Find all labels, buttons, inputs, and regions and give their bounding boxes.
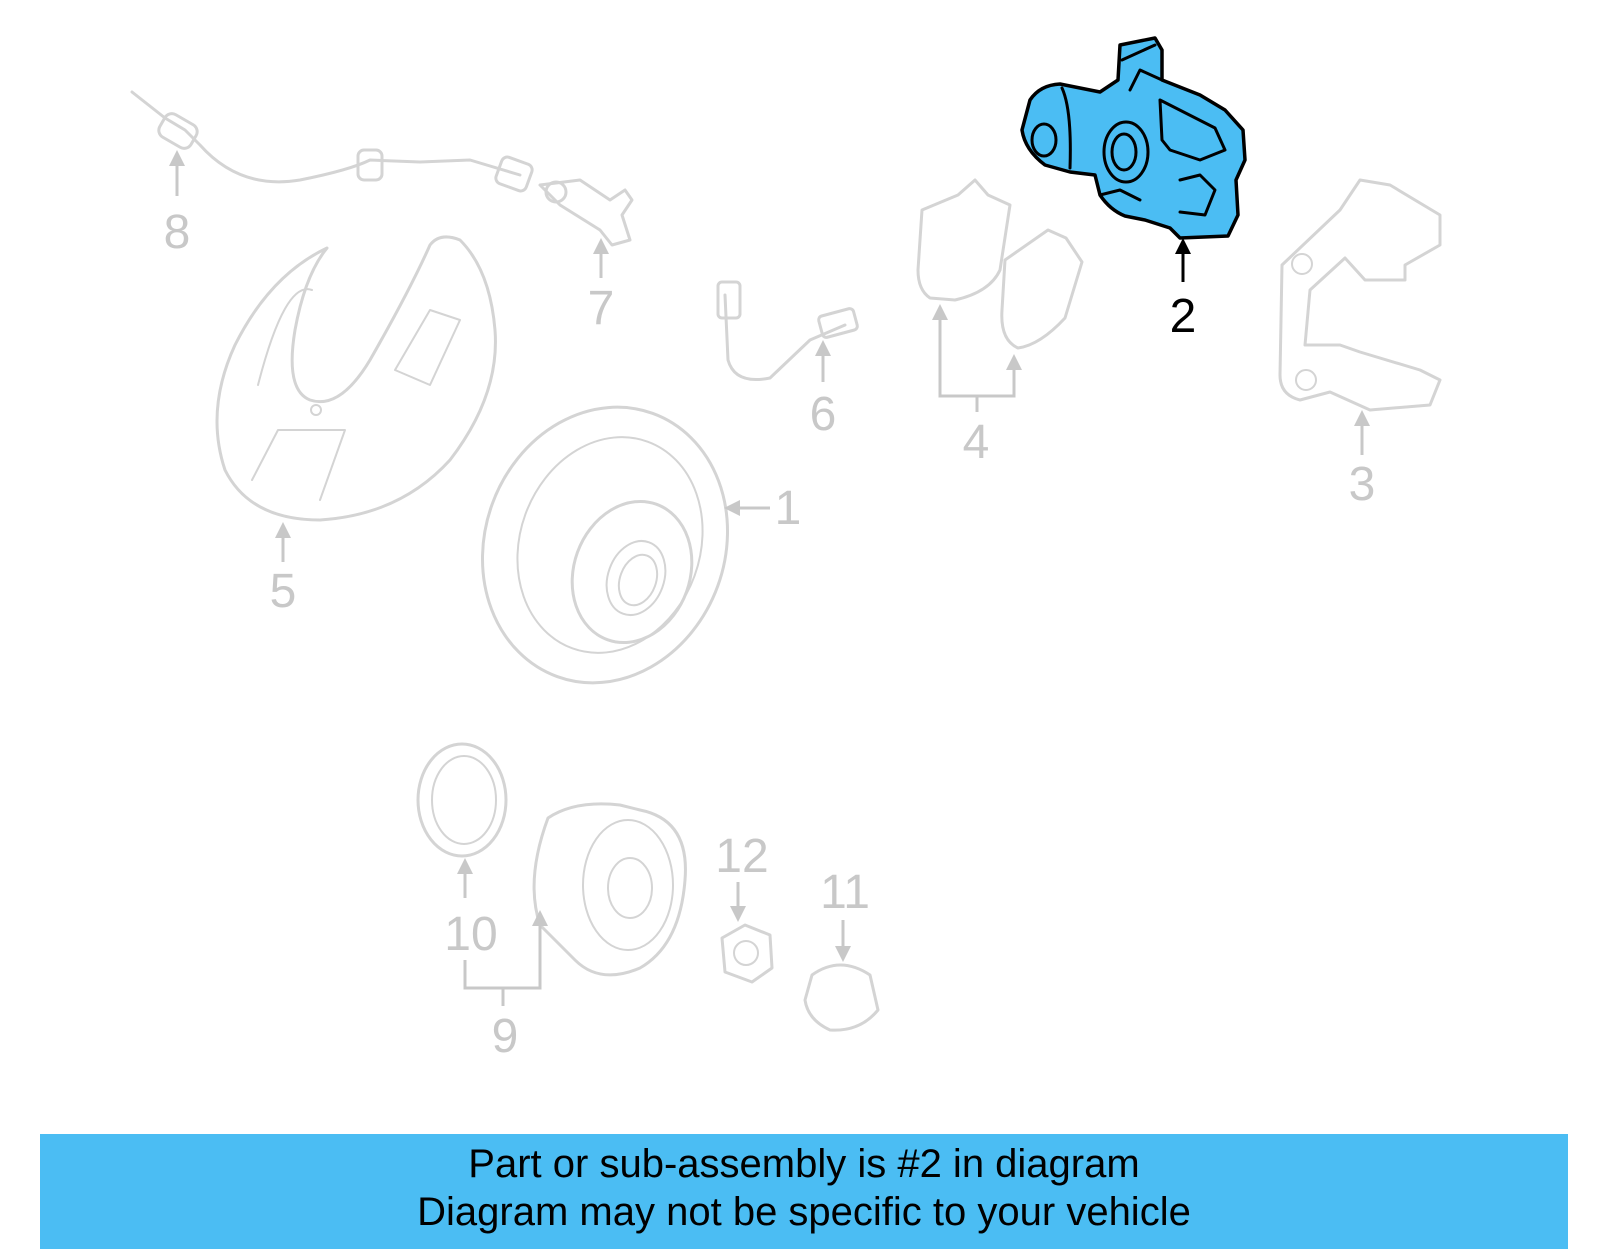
part-8-sensor-wire[interactable] (130, 90, 534, 193)
callout-7: 7 (588, 238, 615, 335)
callout-5-label: 5 (270, 565, 297, 618)
part-5-dust-shield[interactable] (215, 235, 497, 522)
part-10-abs-tone-ring[interactable] (416, 742, 508, 858)
part-3-caliper-bracket[interactable] (1278, 178, 1442, 412)
info-banner: Part or sub-assembly is #2 in diagram Di… (40, 1134, 1568, 1249)
callout-3-label: 3 (1349, 458, 1376, 511)
callout-8: 8 (164, 150, 191, 259)
callout-2-highlight: 2 (1170, 238, 1197, 343)
part-1-brake-rotor[interactable] (444, 372, 765, 717)
callout-6-label: 6 (810, 388, 837, 441)
callout-9: 9 (463, 910, 548, 1063)
part-11-grease-cap[interactable] (803, 963, 880, 1032)
callout-11: 11 (820, 866, 870, 962)
callout-4-label: 4 (963, 416, 990, 469)
callout-2-label: 2 (1170, 290, 1197, 343)
part-6-brake-hose[interactable] (716, 280, 859, 381)
callout-3: 3 (1349, 410, 1376, 511)
part-12-axle-nut[interactable] (720, 923, 774, 984)
exploded-parts-diagram: 1 3 4 5 6 7 8 (130, 36, 1442, 1063)
callout-12: 12 (715, 830, 769, 922)
callout-4: 4 (932, 304, 1022, 469)
banner-line-1: Part or sub-assembly is #2 in diagram (468, 1142, 1140, 1186)
callout-1: 1 (724, 482, 801, 535)
callout-11-label: 11 (820, 866, 870, 919)
callout-5: 5 (270, 522, 297, 618)
callout-10-label: 10 (444, 908, 497, 961)
banner-line-2: Diagram may not be specific to your vehi… (417, 1190, 1191, 1234)
part-4-brake-pads[interactable] (916, 178, 1084, 350)
callout-7-label: 7 (588, 282, 615, 335)
callout-12-label: 12 (715, 830, 768, 883)
callout-10: 10 (444, 858, 498, 961)
callout-9-label: 9 (492, 1010, 519, 1063)
callout-8-label: 8 (164, 206, 191, 259)
part-9-wheel-hub[interactable] (532, 802, 687, 977)
callout-6: 6 (810, 340, 837, 441)
part-7-speed-sensor[interactable] (538, 178, 634, 247)
part-2-brake-caliper-highlight[interactable] (1020, 36, 1247, 240)
callout-1-label: 1 (775, 482, 802, 535)
